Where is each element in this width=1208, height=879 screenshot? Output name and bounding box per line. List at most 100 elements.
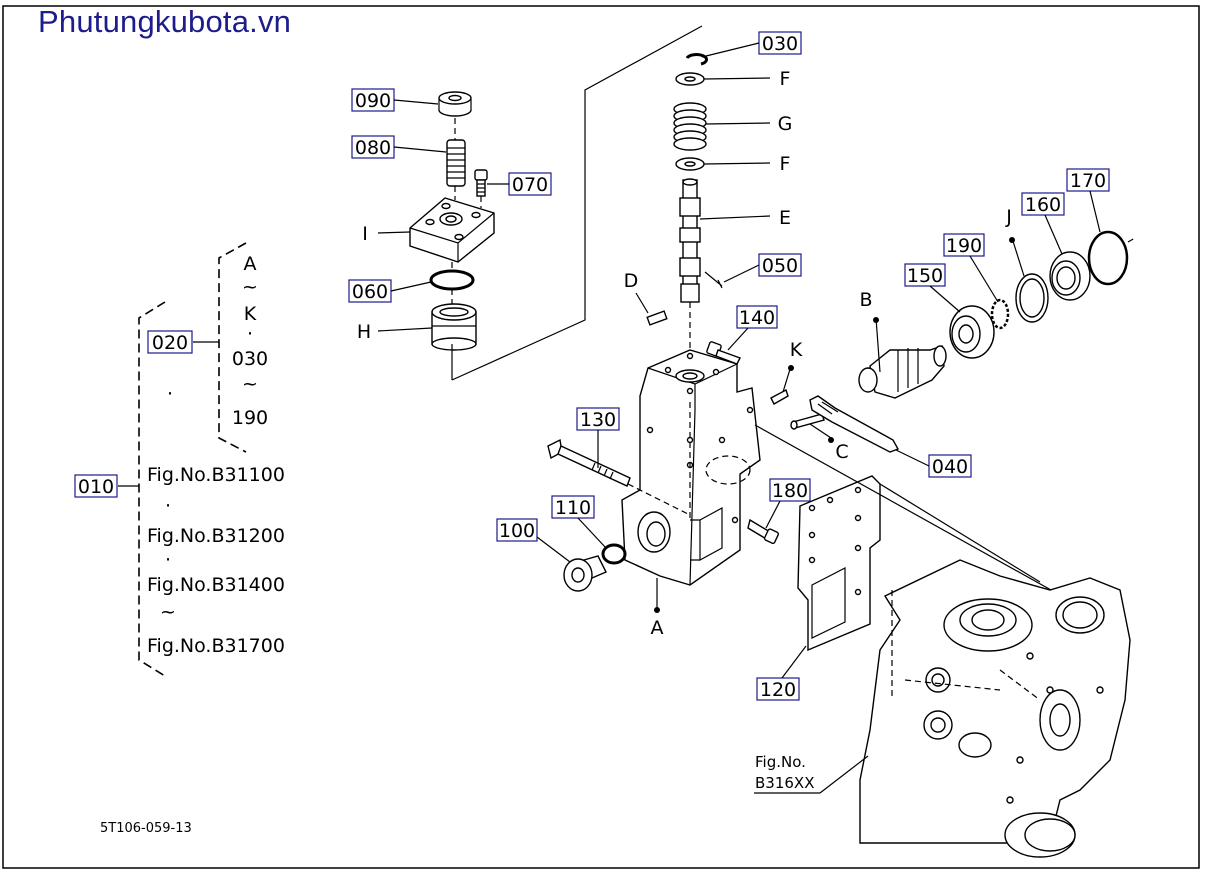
part-label-180: 180 [772, 480, 808, 502]
letter-E: E [779, 207, 791, 229]
spring-G [673, 102, 707, 151]
tree-range-end: K [244, 303, 257, 325]
bolt-180 [747, 518, 780, 545]
part-label-020: 020 [152, 332, 188, 354]
part-label-090: 090 [355, 90, 391, 112]
tree-tilde: ~ [160, 601, 176, 623]
relief-valve-group [409, 91, 495, 351]
letter-K: K [790, 339, 803, 361]
tree-dot: · [165, 549, 171, 571]
snap-ring-170 [1087, 230, 1129, 286]
nut-090 [438, 91, 472, 117]
leader-dot [828, 437, 834, 443]
snap-ring-030 [685, 53, 708, 66]
tree-dot: · [167, 383, 173, 405]
plug-100 [563, 555, 607, 592]
part-label-050: 050 [762, 255, 798, 277]
bolt-070 [474, 169, 488, 197]
pin-050 [704, 271, 723, 289]
part-label-100: 100 [499, 520, 535, 542]
part-box-160 [1021, 192, 1065, 216]
part-label-120: 120 [760, 679, 796, 701]
part-box-180 [769, 478, 811, 502]
spool-E [679, 178, 701, 303]
part-box-110 [551, 495, 595, 519]
exploded-guide-line [879, 483, 1041, 583]
case-fig-ref-number: B316XX [755, 774, 814, 792]
leader-dot [873, 317, 879, 323]
fig-ref-b31100: Fig.No.B31100 [147, 464, 285, 486]
part-label-150: 150 [907, 265, 943, 287]
part-label-010: 010 [78, 476, 114, 498]
part-box-020 [147, 330, 193, 354]
hidden-line [1127, 237, 1136, 243]
part-label-140: 140 [739, 307, 775, 329]
part-box-120 [756, 677, 800, 701]
part-callouts: 090 080 070 I 060 H 030 F G F E [348, 31, 1110, 794]
diagram-code: 5T106-059-13 [100, 821, 192, 836]
tree-part-030: 030 [232, 348, 268, 370]
letter-D: D [624, 270, 639, 292]
tree-tilde: ~ [242, 373, 258, 395]
tree-range-start: A [244, 253, 257, 275]
transmission-case [859, 559, 1131, 858]
tree-dot: · [165, 495, 171, 517]
gasket-120 [797, 475, 881, 652]
oil-seal-160 [1049, 251, 1091, 301]
tree-tilde: ~ [242, 276, 258, 298]
bolt-140 [706, 341, 741, 365]
letter-B: B [859, 289, 872, 311]
exploded-guide-line [754, 424, 1061, 596]
part-label-170: 170 [1070, 170, 1106, 192]
fig-ref-b31700: Fig.No.B31700 [147, 635, 285, 657]
letter-G: G [778, 113, 793, 135]
lever-040 [809, 395, 900, 453]
letter-J: J [1005, 206, 1012, 228]
spool-H [431, 303, 477, 351]
adjust-screw-080 [446, 139, 466, 187]
ring-J [1015, 273, 1049, 323]
part-box-150 [904, 263, 946, 287]
hidden-line [627, 483, 691, 516]
part-label-070: 070 [512, 174, 548, 196]
part-label-190: 190 [946, 235, 982, 257]
part-box-140 [736, 305, 778, 329]
letter-H: H [357, 321, 371, 343]
part-label-160: 160 [1025, 194, 1061, 216]
letter-C: C [835, 441, 848, 463]
case-fig-ref-label: Fig.No. [755, 753, 806, 771]
bolt-130 [547, 438, 631, 487]
washer-F [675, 72, 705, 86]
part-label-080: 080 [355, 137, 391, 159]
o-ring-110 [601, 543, 627, 565]
leader-dot [654, 607, 660, 613]
fig-ref-b31200: Fig.No.B31200 [147, 525, 285, 547]
site-watermark: Phutungkubota.vn [38, 4, 292, 39]
letter-I: I [362, 223, 368, 245]
part-label-030: 030 [762, 33, 798, 55]
control-spool-group [646, 53, 723, 350]
part-box-170 [1066, 168, 1110, 192]
part-label-040: 040 [932, 456, 968, 478]
part-label-110: 110 [555, 497, 591, 519]
part-box-010 [74, 474, 118, 498]
shaft-B [858, 345, 947, 399]
part-box-190 [943, 233, 985, 257]
leader-dot [788, 365, 794, 371]
tree-dot: · [247, 323, 253, 345]
pin-D [646, 310, 668, 326]
part-box-100 [496, 518, 538, 542]
washer-F [675, 157, 705, 171]
bearing-150 [949, 305, 995, 359]
part-label-130: 130 [580, 409, 616, 431]
letter-A: A [651, 617, 664, 639]
exploded-guide-line [451, 25, 703, 381]
snap-ring-190 [990, 298, 1010, 330]
diagram-border [2, 5, 1200, 869]
o-ring-060 [429, 269, 475, 291]
letter-F: F [780, 68, 791, 90]
tree-part-190: 190 [232, 407, 268, 429]
letter-F: F [780, 153, 791, 175]
part-label-060: 060 [352, 281, 388, 303]
